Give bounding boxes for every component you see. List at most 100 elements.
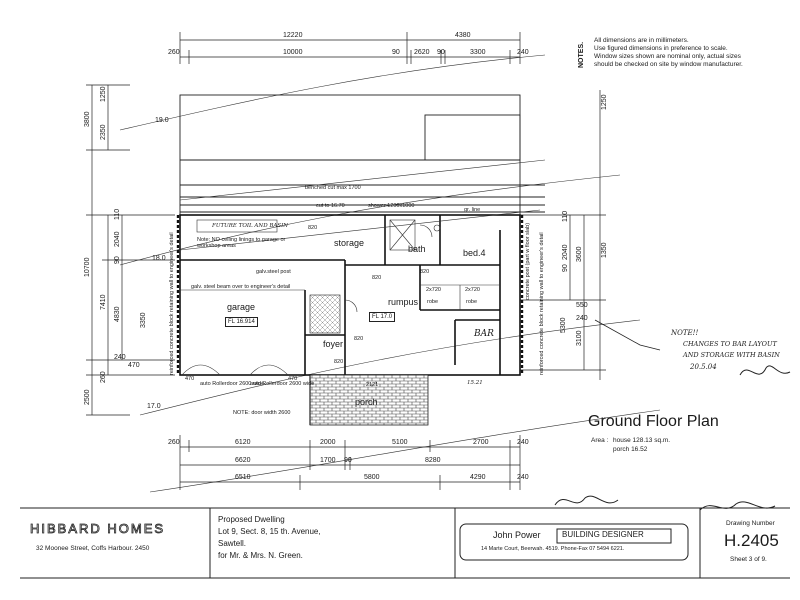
top-dim-seg-2: 10000 [283, 49, 303, 56]
handnote-line-1: CHANGES TO BAR LAYOUT [683, 340, 777, 348]
left-dim-110: 110 [114, 208, 121, 220]
right-dim-3100: 3100 [576, 330, 583, 346]
project-line-3: Sawtell. [218, 539, 247, 548]
label-cut: cut to 16.70 [316, 203, 345, 209]
notes-line-3: Window sizes shown are nominal only, act… [594, 53, 741, 60]
label-robe-2: robe [466, 299, 478, 305]
area-label: Area : [591, 437, 609, 444]
room-porch: porch [355, 397, 378, 407]
label-post: galv.steel post [256, 269, 291, 275]
left-dim-3350: 3350 [140, 312, 147, 328]
room-foyer: foyer [323, 339, 344, 349]
left-dim-4830: 4830 [114, 306, 121, 322]
building-walls [179, 214, 521, 376]
top-dim-seg-1: 260 [168, 49, 180, 56]
left-dim-240: 240 [114, 354, 126, 361]
label-rollerdoor-2: auto Rollerdoor 2600 wide [250, 381, 315, 387]
left-dim-90: 90 [114, 256, 121, 264]
room-garage: garage [227, 302, 256, 312]
dim-2121: 2121 [366, 382, 379, 388]
dim-470-a: 470 [185, 376, 195, 382]
handnote-heading: NOTE!! [671, 329, 699, 337]
contour-lines [119, 54, 661, 493]
bottom-dim-r1-2: 6120 [235, 439, 251, 446]
room-rumpus: rumpus [388, 297, 419, 307]
label-robe-1: robe [427, 299, 439, 305]
label-gr-line: gr. line [464, 207, 481, 213]
bottom-dim-r2-1: 6620 [235, 457, 251, 464]
top-dim-overall-right: 4380 [455, 32, 471, 39]
top-dim-seg-5: 90 [437, 49, 445, 56]
left-dim-2350: 2350 [100, 124, 107, 140]
right-dim-550: 550 [576, 302, 588, 309]
top-dim-seg-7: 240 [517, 49, 529, 56]
bottom-dim-r2-2: 1700 [320, 457, 336, 464]
dim-820-d: 820 [354, 336, 364, 342]
dim-470-b: 470 [288, 376, 298, 382]
bottom-dim-r1-3: 2000 [320, 439, 336, 446]
bottom-dimension-lines [179, 435, 521, 490]
label-benched-cut: benched cut max 1700 [305, 185, 361, 191]
dim-820-b: 820 [372, 275, 382, 281]
label-future-toilet: FUTURE TOIL AND BASIN [212, 223, 289, 229]
bottom-dim-r1-1: 260 [168, 439, 180, 446]
area-house: house 128.13 sq.m. [613, 437, 671, 444]
right-dimension-lines [520, 90, 606, 380]
label-ceiling-note: Note: NO ceiling linings to garage or wo… [197, 237, 286, 249]
company-name: HIBBARD HOMES [30, 521, 166, 536]
bottom-dim-r1-5: 2700 [473, 439, 489, 446]
note-leader [594, 319, 661, 351]
label-retaining-right: reinforced concrete block retaining wall… [539, 232, 545, 375]
bottom-dim-r3-1: 6510 [235, 474, 251, 481]
handnote-date: 20.5.04 [690, 363, 717, 371]
notes-line-4: should be checked on site by window manu… [594, 61, 743, 68]
right-dim-1350: 1350 [601, 242, 608, 258]
right-dim-240: 240 [576, 315, 588, 322]
area-porch: porch 16.52 [613, 446, 648, 453]
bottom-dim-r3-2: 5800 [364, 474, 380, 481]
dim-820-c: 820 [420, 269, 430, 275]
notes-line-1: All dimensions are in millimeters. [594, 37, 689, 44]
bottom-dim-r1-6: 240 [517, 439, 529, 446]
right-dim-2040: 2040 [562, 244, 569, 260]
top-dim-seg-6: 3300 [470, 49, 486, 56]
drawing-title: Ground Floor Plan [588, 413, 719, 430]
level-17: 17.0 [147, 403, 161, 410]
level-18: 18.0 [152, 255, 166, 262]
fl-rumpus: FL 17.0 [369, 312, 396, 322]
left-dim-1250: 1250 [100, 86, 107, 102]
room-bath: bath [408, 244, 426, 254]
bottom-dim-r2-3: 90 [344, 457, 352, 464]
project-line-2: Lot 9, Sect. 8, 15 th. Avenue, [218, 527, 321, 536]
company-address: 32 Moonee Street, Coffs Harbour. 2450 [36, 545, 150, 552]
interior-details [179, 159, 546, 376]
left-dim-7410: 7410 [100, 294, 107, 310]
left-dim-470: 470 [128, 362, 140, 369]
title-block-frame [20, 507, 790, 579]
top-dim-seg-3: 90 [392, 49, 400, 56]
label-rollerdoor-1: auto Rollerdoor 2600 wide [200, 381, 265, 387]
label-bar: BAR [474, 329, 494, 339]
dim-2x720-a: 2x720 [426, 287, 441, 293]
label-shower: shower 1200x1000 [368, 203, 415, 209]
handnote-line-2: AND STORAGE WITH BASIN [683, 351, 780, 359]
room-storage: storage [334, 238, 365, 248]
stair-hatch [309, 294, 341, 334]
bottom-dim-r2-4: 8280 [425, 457, 441, 464]
dim-2x720-b: 2x720 [465, 287, 480, 293]
designer-role: BUILDING DESIGNER [562, 530, 644, 539]
fl-garage: FL 16.914 [225, 317, 258, 327]
designer-name: John Power [493, 530, 541, 540]
right-dim-3600: 3600 [576, 246, 583, 262]
drawing-number: H.2405 [724, 531, 779, 550]
top-dimension-lines [179, 32, 521, 64]
top-dim-overall-left: 12220 [283, 32, 303, 39]
left-dim-260: 260 [100, 371, 107, 383]
label-retaining-left: reinforced concrete block retaining wall… [169, 232, 175, 375]
top-dim-seg-4: 2620 [414, 49, 430, 56]
signature-mark [739, 365, 791, 376]
project-line-1: Proposed Dwelling [218, 515, 285, 524]
designer-address: 14 Marte Court, Beerwah. 4519. Phone-Fax… [481, 546, 625, 552]
sheet-number: Sheet 3 of 9. [730, 556, 767, 563]
